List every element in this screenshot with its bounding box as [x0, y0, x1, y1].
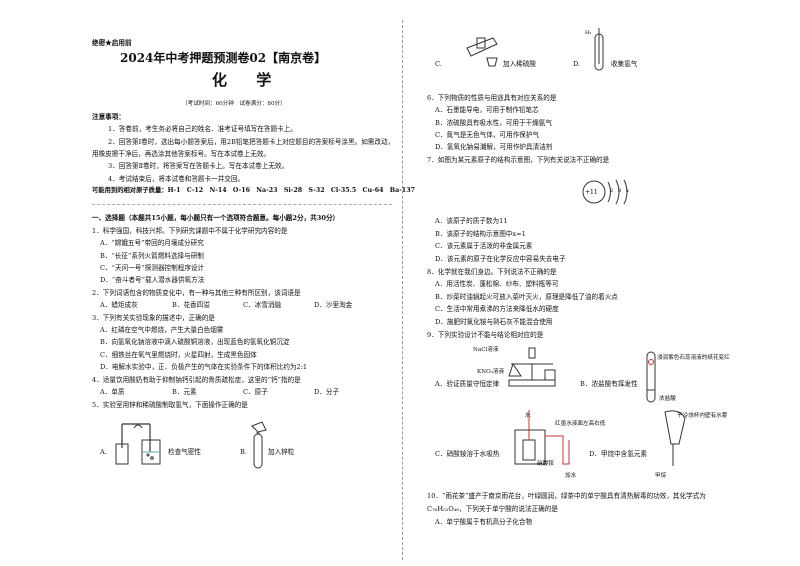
q4-option-b: B．元素	[172, 388, 197, 396]
notes-heading: 注意事项：	[92, 113, 125, 121]
h2-label: H₂	[585, 30, 591, 36]
balance-figure	[508, 347, 556, 387]
q9-label-kno3: KNO₃溶液	[477, 369, 505, 375]
q6-option-a: A．石墨能导电，可用于制作铅笔芯	[435, 106, 539, 114]
note-2-cont: 用橡皮擦干净后，再选涂其他答案标号。写在本试卷上无效。	[92, 150, 271, 158]
q5-caption-c: 加入稀硫酸	[503, 60, 536, 68]
q6-option-c: C．氮气是无色气体，可用作保护气	[435, 131, 539, 139]
q9-label-red-ink: 红墨水液面左高右低	[555, 421, 606, 427]
hcl-volatility-figure	[646, 351, 656, 403]
q6-stem: 6．下列物质的性质与用途具有对应关系的是	[427, 94, 557, 102]
secret-label: 绝密★启用前	[92, 39, 132, 47]
q10-stem-1: 10．“雨花茶”盛产于南京雨花台，叶绿圆润，绿茶中的单宁酸具有清热解毒的功效，其…	[427, 492, 706, 500]
q9-label-methane: 甲烷	[655, 473, 667, 479]
q2-option-d: D．沙里淘金	[314, 301, 353, 309]
exam-title: 2024年中考押题预测卷02【南京卷】	[120, 51, 327, 65]
q1-option-c: C．“天问一号”探测器控制程序设计	[100, 264, 205, 272]
q9-stem: 9．下列实验设计不能与结论相对应的是	[427, 331, 544, 339]
nucleus-charge: +11	[585, 189, 598, 196]
note-3: 3．回答第Ⅱ卷时，将答案写在答题卡上。写在本试卷上无效。	[108, 162, 289, 170]
q6-option-d: D．氢氧化钠易潮解，可用作炉具清洁剂	[435, 143, 553, 151]
q2-stem: 2．下列词语包含的物质变化中，有一种与其他三种有所区别，该词语是	[92, 289, 301, 297]
methane-figure	[664, 410, 686, 466]
shell-1: 2	[610, 188, 613, 194]
q9-option-b: B．浓盐酸有挥发性	[580, 380, 638, 388]
q8-option-b: B．炒菜时油锅起火可放入菜叶灭火，原理是降低了油的着火点	[435, 293, 618, 301]
add-acid-figure	[466, 37, 498, 67]
q5-label-c: C.	[435, 60, 442, 68]
q5-caption-b: 加入锌粒	[268, 448, 295, 456]
q8-option-c: C．生活中常用煮沸的方法来降低水的硬度	[435, 305, 559, 313]
section1-heading: 一、选择题（本题共15小题，每小题只有一个选项符合题意。每小题2分，共30分）	[92, 214, 340, 222]
q1-option-d: D．“奋斗者号”载人潜水器供氧方法	[100, 276, 205, 284]
q3-option-c: C．细铁丝在氧气里燃烧时，火星四射，生成黑色固体	[100, 351, 257, 359]
nh4no3-figure	[514, 410, 570, 465]
q1-option-b: B．“长征”系列火箭燃料选择与研制	[100, 252, 204, 260]
q2-option-b: B．花香四溢	[172, 301, 210, 309]
q9-option-a: A．验证质量守恒定律	[435, 380, 500, 388]
q9-label-nh4no3: 硝酸铵	[537, 461, 554, 467]
q7-option-c: C．该元素属于活泼的非金属元素	[435, 242, 533, 250]
shell-2: 8	[618, 188, 621, 194]
q5-caption-a: 检查气密性	[168, 448, 201, 456]
note-2: 2．回答第Ⅰ卷时，选出每小题答案后，用2B铅笔把答题卡上对应题目的答案标号涂黑。…	[108, 138, 395, 146]
airtight-check-figure	[115, 423, 161, 465]
left-column: 绝密★启用前 2024年中考押题预测卷02【南京卷】 化 学 （考试时间：60分…	[92, 39, 415, 469]
collect-hydrogen-figure: H₂	[585, 28, 604, 71]
q10-stem-2: C₇₆H₅₂O₄₆，下列关于单宁酸的说法正确的是	[427, 505, 558, 513]
q9-label-cold-cup: 干冷烧杯内壁有水雾	[677, 413, 728, 419]
q5-caption-d: 收集氢气	[611, 60, 638, 68]
q1-stem: 1．科学强国，科技兴邦。下列研究课题中不属于化学研究内容的是	[92, 227, 288, 235]
q9-option-d: D．甲烷中含氢元素	[589, 450, 648, 458]
q3-option-d: D．电解水实验中，正、负极产生的气体在实验条件下的体积比约为2:1	[100, 363, 308, 371]
q2-option-c: C．冰雪消融	[243, 301, 282, 309]
q3-option-a: A．红磷在空气中燃烧，产生大量白色烟雾	[100, 326, 224, 334]
q3-option-b: B．向氢氧化钠溶液中滴入硫酸铜溶液，出现蓝色的氢氧化铜沉淀	[100, 338, 290, 346]
q9-label-conc-hcl: 浓盐酸	[659, 396, 676, 402]
q5-label-b: B.	[240, 448, 247, 456]
q4-stem: 4．适量饮用酸奶有助于抑制钠钙引起的骨质疏松症，这里的“钙”指的是	[92, 376, 301, 384]
q9-label-plus-water: 加水	[565, 473, 577, 479]
q9-label-water: 水	[525, 413, 531, 419]
q7-option-d: D．该元素的原子在化学反应中容易失去电子	[435, 255, 566, 263]
right-column: C. 加入稀硫酸 D. H₂ 收集氢气 6．下列物质的性质与用途具有对应关系的是…	[405, 0, 800, 566]
exam-info: （考试时间：60分钟 试卷满分：80分）	[182, 101, 286, 107]
q10-option-a: A．单宁酸属于有机高分子化合物	[435, 518, 533, 526]
q5-stem: 5．实验室用锌和稀硫酸制取氢气，下面操作正确的是	[92, 401, 248, 409]
divider	[92, 204, 392, 205]
q2-option-a: A．蜡炬成灰	[100, 301, 138, 309]
q9-option-c: C．硝酸铵溶于水吸热	[435, 450, 500, 458]
q4-option-c: C．原子	[243, 388, 268, 396]
q3-stem: 3．下列有关实验现象的描述中，正确的是	[92, 314, 215, 322]
column-divider	[402, 20, 403, 560]
q6-option-b: B．浓硫酸具有吸水性，可用于干燥氨气	[435, 119, 552, 127]
q7-option-a: A．该原子的质子数为11	[435, 217, 508, 225]
subject-title: 化 学	[212, 71, 284, 89]
q8-stem: 8．化学就在我们身边。下列说法不正确的是	[427, 268, 557, 276]
q5-label-a: A.	[100, 448, 107, 456]
q7-stem: 7．如图为某元素原子的结构示意图，下列有关说法不正确的是	[427, 156, 610, 164]
atom-structure-figure: +11 2 8 x	[582, 179, 629, 205]
note-1: 1．答卷前，考生务必将自己的姓名、准考证号填写在答题卡上。	[108, 125, 297, 133]
q8-option-a: A．用活性炭、蓬松棉、纱布、塑料瓶等可	[435, 280, 559, 288]
note-4: 4．考试结束后，将本试卷和答题卡一并交回。	[108, 175, 245, 183]
q9-label-litmus: 浸润紫色石蕊溶液的纸花变红	[657, 355, 730, 361]
q7-option-b: B．该原子的结构示意图中x=1	[435, 230, 526, 238]
add-zinc-figure	[251, 421, 267, 469]
q4-option-d: D．分子	[314, 388, 340, 396]
q9-label-nacl: NaCl溶液	[473, 347, 499, 353]
q8-option-d: D．施肥时氯化铵与熟石灰不能混合使用	[435, 318, 553, 326]
q4-option-a: A．单质	[100, 388, 125, 396]
atomic-masses: 可能用到的相对原子质量：H-1 C-12 N-14 O-16 Na-23 Si-…	[92, 187, 415, 194]
q5-label-d: D.	[573, 60, 581, 68]
shell-3: x	[626, 188, 629, 194]
q1-option-a: A．“嫦娥五号”带回的月壤成分研究	[100, 239, 204, 247]
